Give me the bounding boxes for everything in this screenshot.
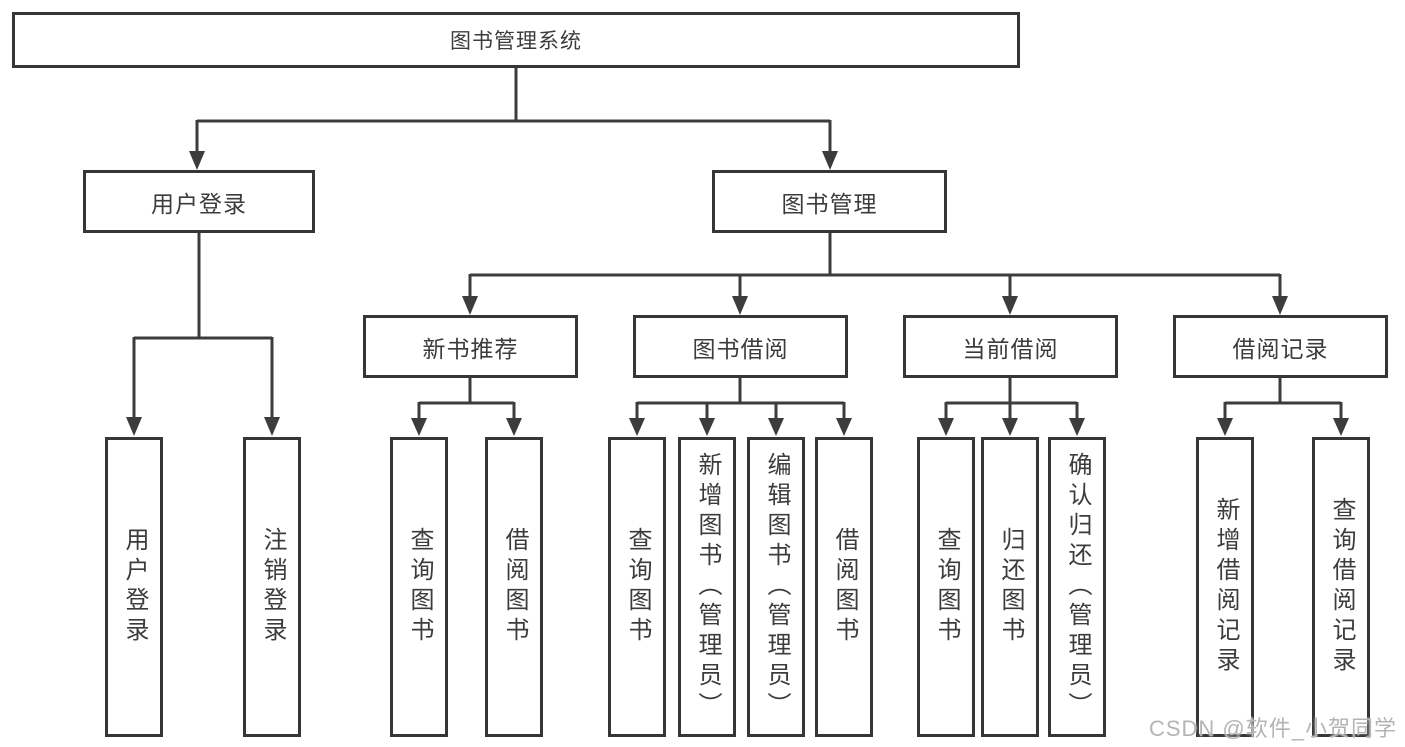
connector-strokes [132, 68, 1343, 420]
leaf-borrow-books-recommend: 借阅图书 [485, 437, 543, 737]
arrowheads [126, 151, 1349, 436]
leaf-add-borrow-record-label: 新增借阅记录 [1212, 497, 1239, 677]
node-new-book-recommend: 新书推荐 [363, 315, 578, 378]
leaf-query-books-borrowing-label: 查询图书 [624, 527, 651, 647]
leaf-query-books-current-label: 查询图书 [933, 527, 960, 647]
node-user-login: 用户登录 [83, 170, 315, 233]
leaf-borrow-books: 借阅图书 [815, 437, 873, 737]
leaf-add-books-admin-label: 新增图书（管理员） [694, 452, 721, 722]
node-root-label: 图书管理系统 [450, 30, 582, 53]
leaf-borrow-books-recommend-label: 借阅图书 [501, 527, 528, 647]
leaf-add-books-admin: 新增图书（管理员） [678, 437, 736, 737]
leaf-confirm-return-admin: 确认归还（管理员） [1048, 437, 1106, 737]
leaf-query-books-borrowing: 查询图书 [608, 437, 666, 737]
leaf-borrow-books-label: 借阅图书 [831, 527, 858, 647]
leaf-confirm-return-admin-label: 确认归还（管理员） [1064, 452, 1091, 722]
leaf-edit-books-admin: 编辑图书（管理员） [747, 437, 805, 737]
leaf-query-books-recommend-label: 查询图书 [406, 527, 433, 647]
leaf-add-borrow-record: 新增借阅记录 [1196, 437, 1254, 737]
leaf-return-books: 归还图书 [981, 437, 1039, 737]
csdn-watermark: CSDN @软件_小贺同学 [1148, 716, 1397, 741]
leaf-logout-label: 注销登录 [259, 527, 286, 647]
node-user-login-label: 用户登录 [151, 190, 247, 217]
leaf-return-books-label: 归还图书 [997, 527, 1024, 647]
leaf-query-books-recommend: 查询图书 [390, 437, 448, 737]
node-book-management-label: 图书管理 [781, 190, 878, 217]
node-root: 图书管理系统 [12, 12, 1020, 68]
node-borrow-records: 借阅记录 [1173, 315, 1388, 378]
leaf-edit-books-admin-label: 编辑图书（管理员） [763, 452, 790, 722]
leaf-logout: 注销登录 [243, 437, 301, 737]
leaf-user-login: 用户登录 [105, 437, 163, 737]
node-borrow-records-label: 借阅记录 [1232, 335, 1329, 362]
node-new-book-recommend-label: 新书推荐 [422, 335, 519, 362]
leaf-user-login-label: 用户登录 [121, 527, 148, 647]
leaf-query-borrow-record-label: 查询借阅记录 [1328, 497, 1355, 677]
leaf-query-books-current: 查询图书 [917, 437, 975, 737]
node-book-management: 图书管理 [712, 170, 947, 233]
leaf-query-borrow-record: 查询借阅记录 [1312, 437, 1370, 737]
node-book-borrowing: 图书借阅 [633, 315, 848, 378]
node-book-borrowing-label: 图书借阅 [692, 335, 789, 362]
node-current-borrowing: 当前借阅 [903, 315, 1118, 378]
node-current-borrowing-label: 当前借阅 [962, 335, 1059, 362]
